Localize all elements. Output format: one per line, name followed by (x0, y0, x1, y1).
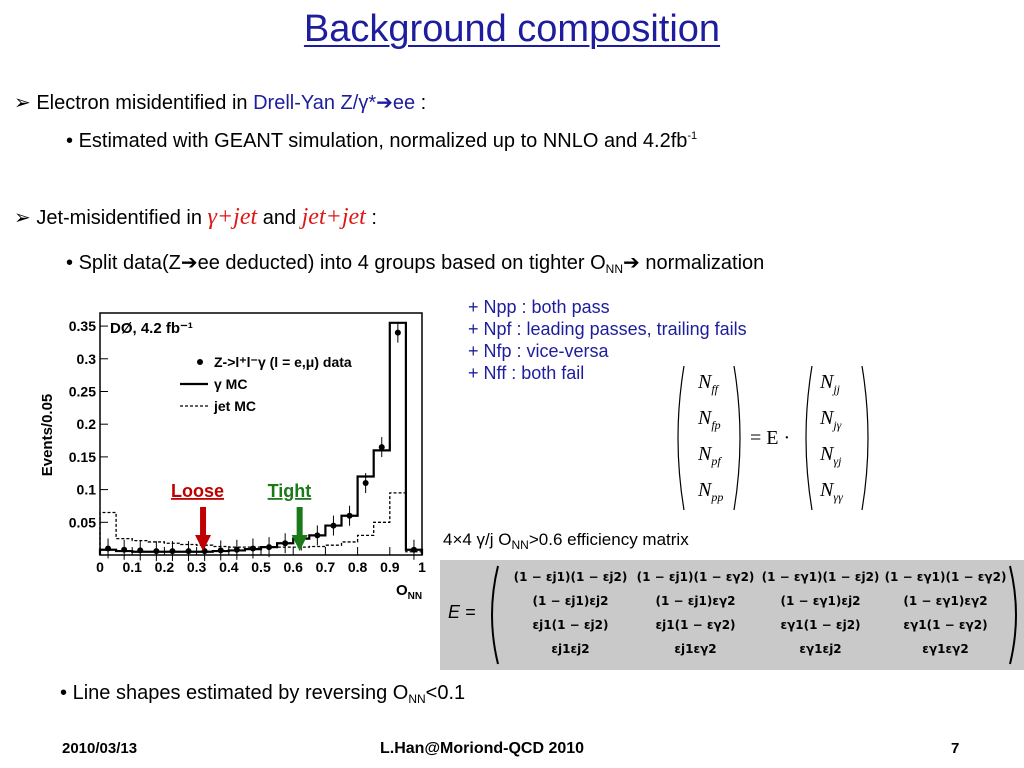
x-tick-label: 0 (96, 559, 104, 575)
data-point (394, 329, 401, 336)
y-tick-label: 0.1 (77, 482, 97, 498)
sub-bullet-split: • Split data(Z➔ee deducted) into 4 group… (66, 252, 765, 276)
footer-author: L.Han@Moriond-QCD 2010 (380, 740, 585, 757)
equals-e-dot: = E · (750, 427, 790, 449)
x-tick-label: 0.4 (219, 559, 239, 575)
matrix-cell: εγ1εj2 (799, 642, 842, 656)
n-pf-entry: Npf (697, 443, 722, 468)
n-right-entry-3: Nγγ (819, 479, 843, 504)
y-axis-label: Events/0.05 (39, 394, 56, 477)
x-axis-label: ONN (396, 582, 422, 602)
x-tick-label: 0.2 (155, 559, 175, 575)
n-ff-entry: Nff (697, 371, 720, 396)
group-nfp: + Nfp : vice-versa (468, 341, 609, 361)
x-tick-label: 0.7 (316, 559, 336, 575)
chart-title: DØ, 4.2 fb⁻¹ (110, 320, 193, 337)
gamma-jet-term: γ+jet (207, 204, 258, 230)
x-tick-label: 0.1 (122, 559, 142, 575)
matrix-cell: (1 − εj1)(1 − εj2) (513, 570, 628, 584)
matrix-cell: (1 − εj1)εj2 (532, 594, 609, 608)
bullet-text: Electron misidentified in (36, 92, 254, 114)
n-right-entry-0: Njj (819, 371, 841, 396)
n-right-entry-2: Nγj (819, 443, 842, 468)
bullet-electron-misid: ➢ Electron misidentified in Drell-Yan Z/… (14, 92, 427, 114)
sub-bullet-geant: • Estimated with GEANT simulation, norma… (66, 130, 698, 152)
sub-bullet-line-shapes: • Line shapes estimated by reversing ONN… (60, 682, 466, 706)
y-tick-label: 0.3 (77, 351, 97, 367)
matrix-label: E = (448, 602, 476, 622)
plot-frame (99, 312, 423, 556)
y-tick-label: 0.2 (77, 416, 97, 432)
arrow-head-icon (291, 535, 308, 551)
n-pp-entry: Npp (697, 479, 723, 504)
arrow-bullet-icon: ➢ (14, 207, 31, 229)
page-title: Background composition (303, 8, 721, 50)
matrix-cell: εγ1(1 − εγ2) (903, 618, 988, 632)
geant-text: Estimated with GEANT simulation, normali… (78, 130, 688, 152)
matrix-cell: (1 − εj1)(1 − εγ2) (636, 570, 755, 584)
arrow-head-icon (195, 535, 212, 551)
group-npp: + Npp : both pass (468, 297, 610, 317)
matrix-cell: εj1(1 − εγ2) (655, 618, 736, 632)
data-point (362, 480, 369, 487)
series-jet-mc (99, 492, 423, 555)
y-tick-label: 0.35 (69, 318, 96, 334)
annotation-loose: Loose (171, 481, 224, 501)
matrix-cell: εγ1(1 − εj2) (780, 618, 861, 632)
efficiency-matrix: E = (1 − εj1)(1 − εj2) (1 − εj1)(1 − εγ2)… (440, 560, 1024, 670)
x-tick-label: 0.5 (251, 559, 271, 575)
legend-marker-data (197, 359, 203, 365)
legend-entry: γ MC (214, 376, 247, 392)
x-tick-label: 0.3 (187, 559, 207, 575)
x-tick-label: 1 (418, 559, 426, 575)
group-nff: + Nff : both fail (468, 363, 585, 383)
legend-entry: Z->l⁺l⁻γ (l = e,μ) data (214, 354, 352, 370)
jet-jet-term: jet+jet (301, 204, 366, 230)
efficiency-caption: 4×4 γ/j ONN>0.6 efficiency matrix (443, 530, 689, 552)
x-tick-label: 0.8 (348, 559, 368, 575)
matrix-cell: εγ1εγ2 (922, 642, 969, 656)
annotation-tight: Tight (268, 481, 312, 501)
footer-date: 2010/03/13 (62, 740, 138, 757)
matrix-cell: (1 − εj1)εγ2 (655, 594, 736, 608)
matrix-cell: (1 − εγ1)εj2 (780, 594, 861, 608)
page-number: 7 (951, 740, 960, 757)
x-tick-label: 0.6 (283, 559, 303, 575)
y-tick-label: 0.15 (69, 449, 96, 465)
series--mc (98, 321, 424, 555)
arrow-bullet-icon: ➢ (14, 92, 31, 114)
y-tick-label: 0.05 (69, 514, 96, 530)
matrix-cell: (1 − εγ1)(1 − εj2) (761, 570, 880, 584)
matrix-cell: εj1(1 − εj2) (532, 618, 609, 632)
y-tick-label: 0.25 (69, 383, 96, 399)
onn-histogram: 0 0.1 0.2 0.3 0.4 0.5 0.6 0.7 0.8 0.9 1 0.05 0.1 0.15… (39, 312, 426, 602)
drell-yan-label: Drell-Yan Z/γ*➔ee (253, 92, 416, 114)
group-npf: + Npf : leading passes, trailing fails (468, 319, 747, 339)
n-right-entry-1: Njγ (819, 407, 842, 432)
legend-entry: jet MC (213, 398, 256, 414)
n-fp-entry: Nfp (697, 407, 721, 432)
data-point (378, 444, 385, 451)
matrix-cell: (1 − εγ1)εγ2 (903, 594, 988, 608)
bullet-jet-misid: ➢ Jet-misidentified in γ+jet and jet+jet… (14, 204, 377, 230)
group-definitions: + Npp : both pass + Npf : leading passes… (468, 296, 747, 384)
matrix-cell: εj1εj2 (551, 642, 590, 656)
matrix-cell: (1 − εγ1)(1 − εγ2) (884, 570, 1007, 584)
matrix-cell: εj1εγ2 (674, 642, 717, 656)
x-tick-label: 0.9 (380, 559, 400, 575)
